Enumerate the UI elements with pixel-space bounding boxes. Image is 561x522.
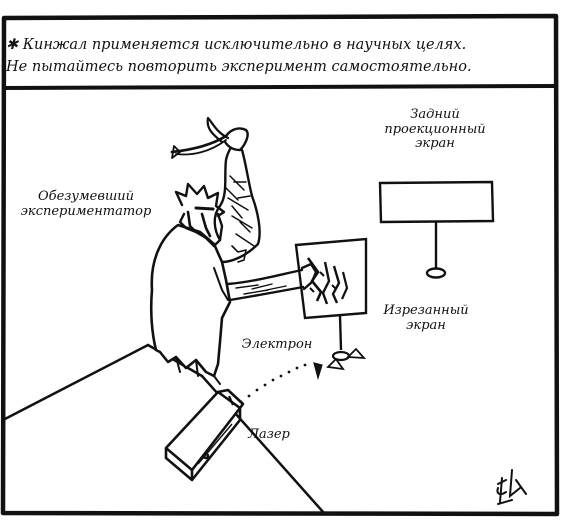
- panel-border: [0, 13, 560, 517]
- label-laser: Лазер: [248, 427, 290, 442]
- mad-experimenter: [149, 116, 318, 385]
- laser-device: [164, 388, 245, 482]
- label-experimenter: Обезумевший экспериментатор: [20, 189, 152, 219]
- cut-screen: [294, 237, 368, 381]
- disclaimer-line-1: ✱ Кинжал применяется исключительно в нау…: [6, 37, 467, 53]
- label-rear-screen: Задний проекционный экран: [384, 107, 486, 152]
- label-cut-screen: Изрезанный экран: [383, 303, 469, 333]
- disclaimer-text: ✱ Кинжал применяется исключительно в нау…: [6, 34, 554, 78]
- rear-projection-screen: [378, 180, 495, 279]
- signature-text: jk: [500, 470, 528, 471]
- label-electron: Электрон: [241, 337, 313, 352]
- disclaimer-line-2: Не пытайтесь повторить эксперимент самос…: [6, 59, 472, 76]
- artist-signature: [496, 469, 527, 505]
- electron-trajectory: [239, 363, 307, 404]
